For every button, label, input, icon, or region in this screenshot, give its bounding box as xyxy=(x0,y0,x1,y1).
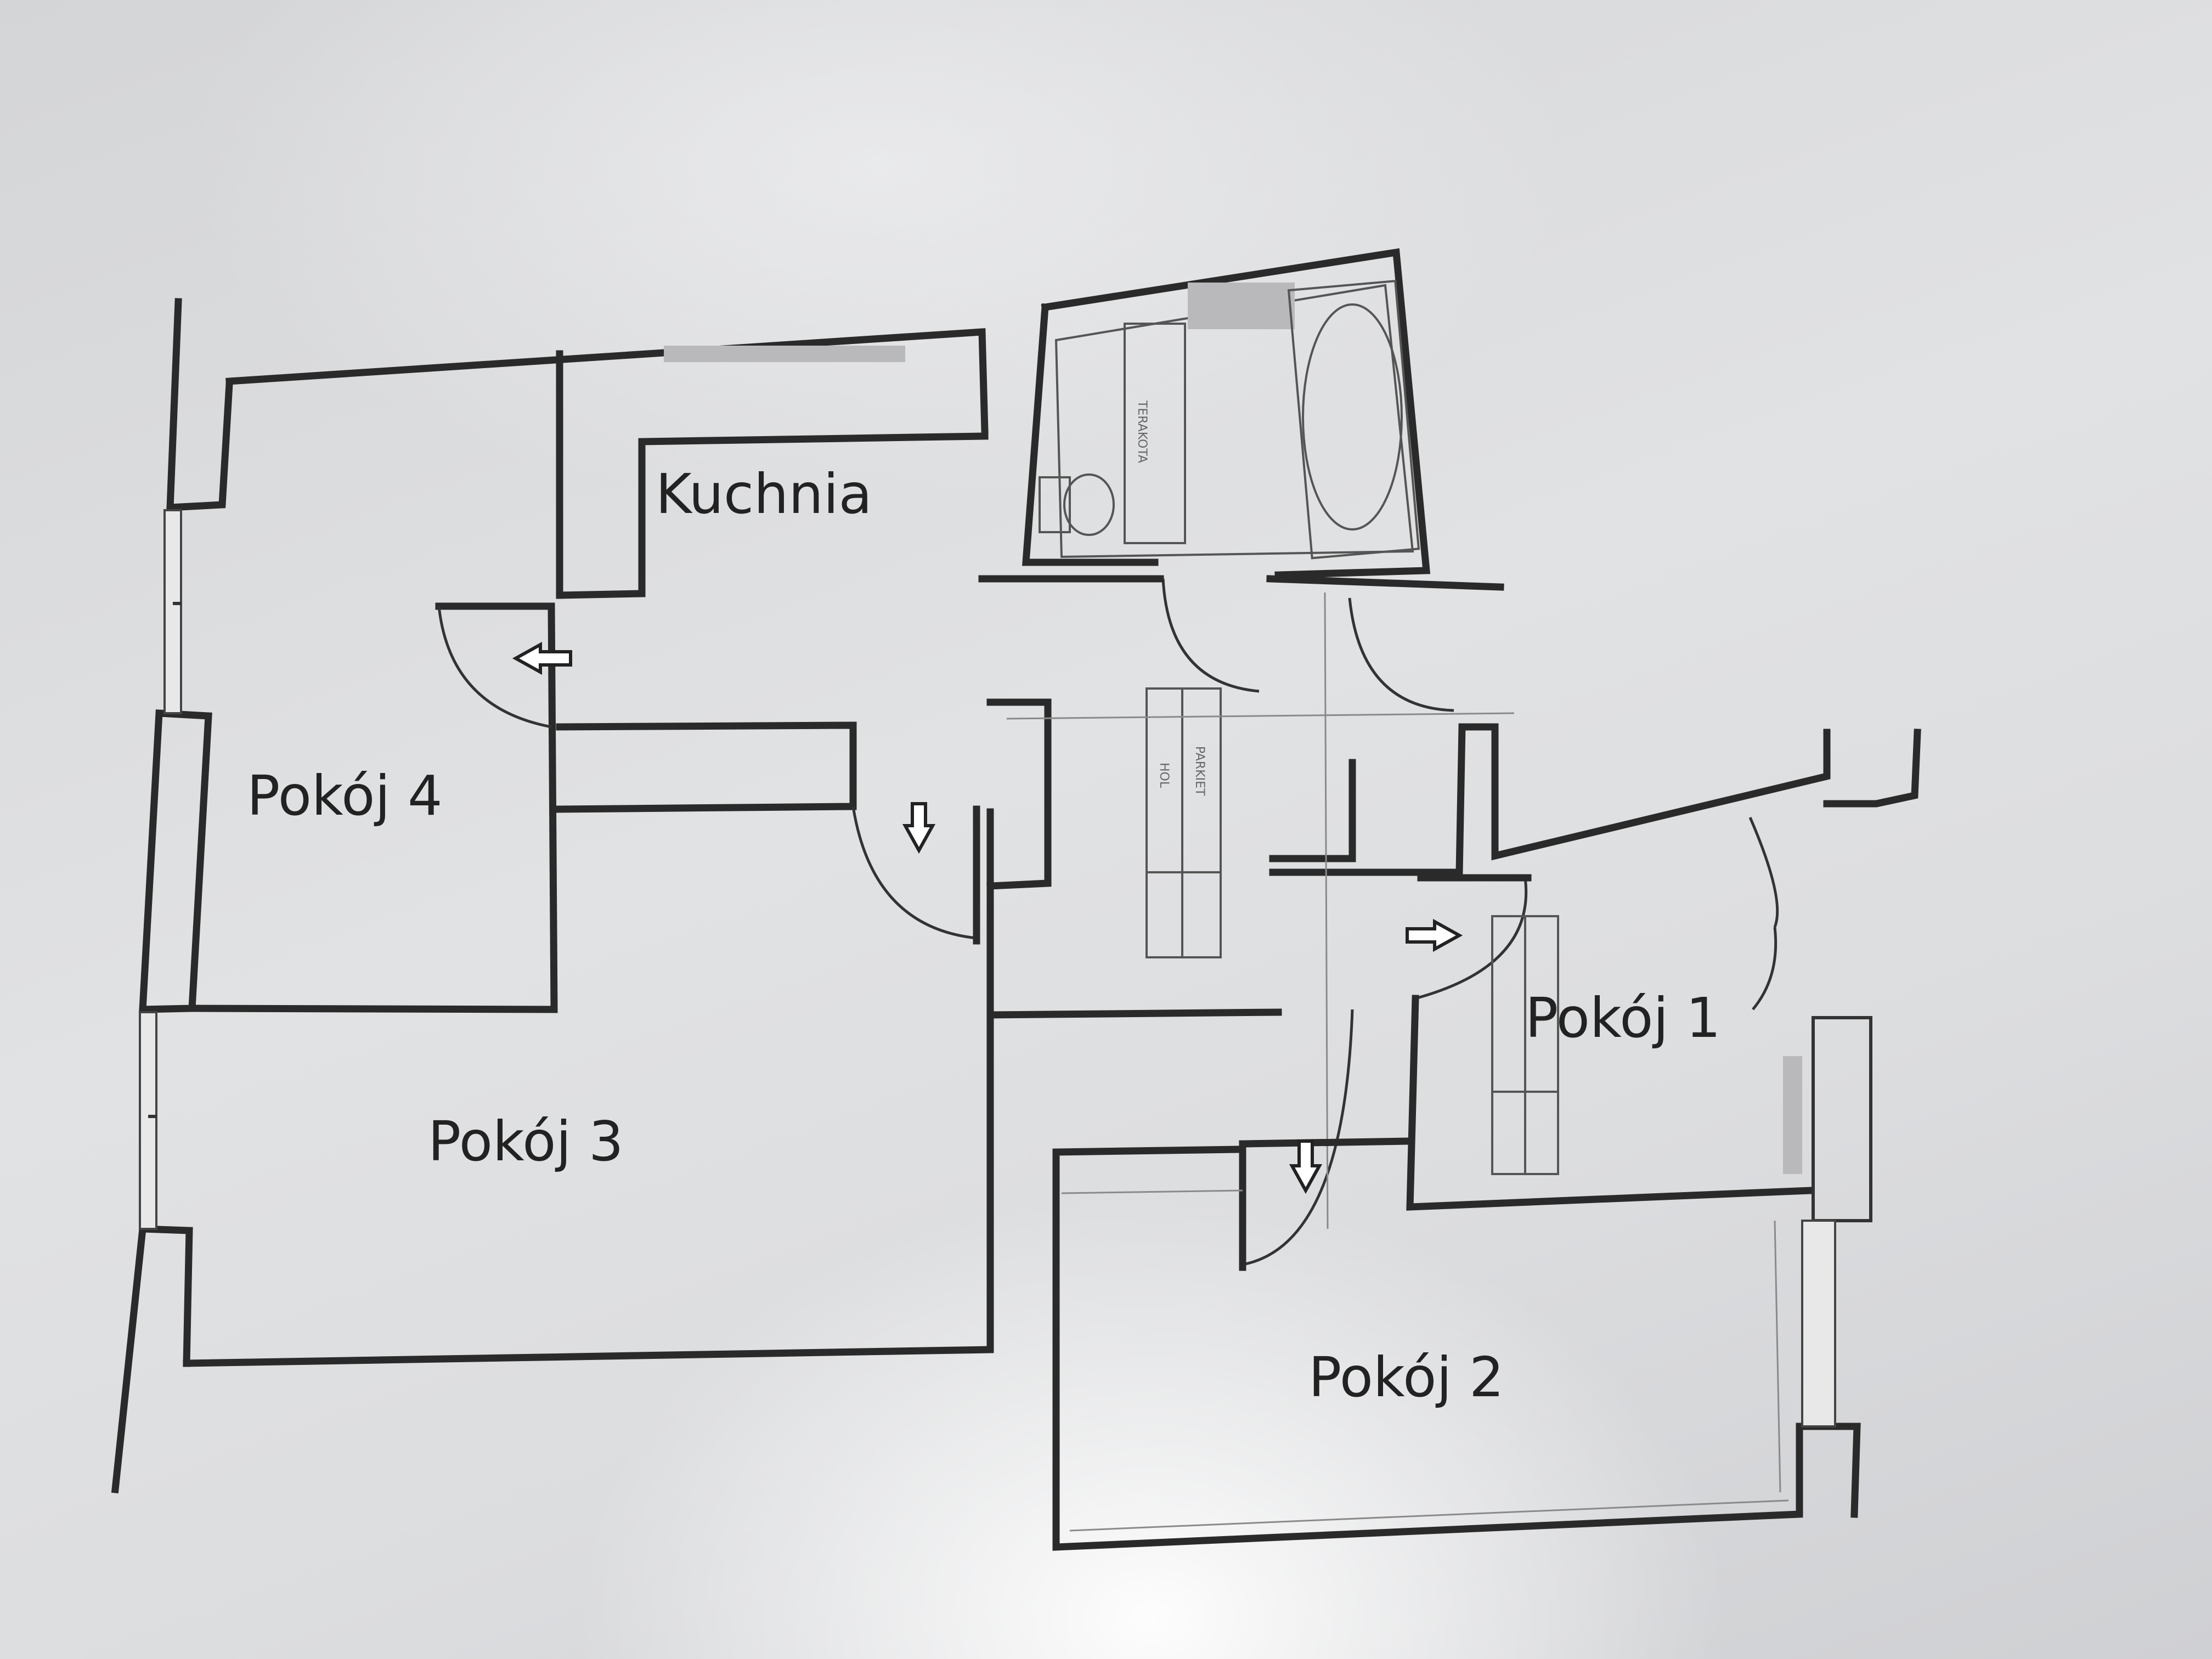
door-swings xyxy=(437,578,1779,1266)
kitchen-counter xyxy=(664,346,905,362)
door-arrows xyxy=(512,641,1463,1194)
pokoj4-walls xyxy=(191,602,857,1013)
pokoj3-walls xyxy=(183,808,994,1367)
arrow-right-icon xyxy=(1406,918,1463,952)
room-label-pokoj3: Pokój 3 xyxy=(428,1109,624,1173)
bathroom-tiles-label: TERAKOTA xyxy=(1135,400,1149,463)
arrow-down-icon xyxy=(1289,1139,1323,1194)
room-label-pokoj4: Pokój 4 xyxy=(247,764,443,828)
room-label-pokoj1: Pokój 1 xyxy=(1525,986,1721,1050)
pokoj1-walls xyxy=(1239,874,1872,1222)
arrow-left-icon xyxy=(512,641,572,675)
bathroom: TERAKOTA xyxy=(1022,248,1431,579)
room-label-pokoj2: Pokój 2 xyxy=(1308,1345,1504,1409)
hall: HOL PARKIET xyxy=(978,575,1921,1229)
left-windows xyxy=(139,509,182,1230)
room-label-kuchnia: Kuchnia xyxy=(656,462,872,526)
hall-parquet-label: PARKIET xyxy=(1193,746,1206,796)
top-wall xyxy=(225,328,989,599)
left-exterior-wall xyxy=(111,298,233,1494)
pokoj2-walls xyxy=(1052,1140,1861,1551)
arrow-down-icon xyxy=(902,802,936,854)
hall-label: HOL xyxy=(1157,763,1171,788)
